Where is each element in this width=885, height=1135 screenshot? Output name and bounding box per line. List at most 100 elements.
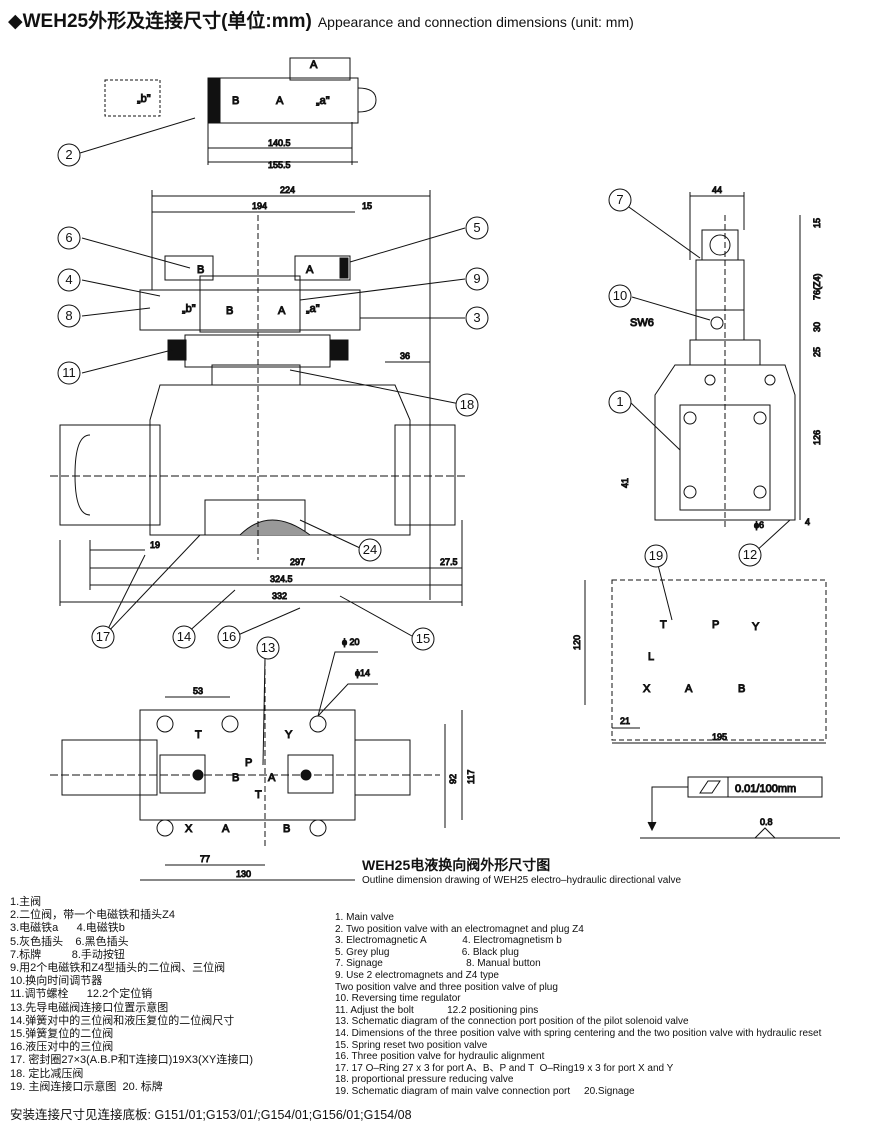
legend-cn-item: 11.调节螺栓 12.2个定位销 xyxy=(10,988,153,1001)
callout-circle xyxy=(411,627,435,651)
dim-15b: 15 xyxy=(812,218,822,228)
callout-label: 15 xyxy=(416,631,430,646)
port-Y: Y xyxy=(752,621,760,633)
callout-circle xyxy=(57,226,81,250)
dim-21: 21 xyxy=(620,716,630,726)
callout-circle xyxy=(172,625,196,649)
dim-92: 92 xyxy=(448,774,458,784)
dim-297: 297 xyxy=(290,557,305,567)
view-two-position-valve: B A A „a" „b" 140.5 155.5 xyxy=(79,57,377,171)
dim-27-5: 27.5 xyxy=(440,557,458,567)
legend-en-item: 13. Schematic diagram of the connection … xyxy=(335,1016,689,1028)
view-side: 44 15 76(Z4) 30 25 126 41 ϕ6 4 SW6 xyxy=(620,185,823,554)
callout-label: 6 xyxy=(65,230,72,245)
bot-A2: A xyxy=(222,823,230,835)
dim-130: 130 xyxy=(236,869,251,879)
bot-X: X xyxy=(185,823,193,835)
bot-B: B xyxy=(232,772,239,784)
callout-circle xyxy=(57,304,81,328)
dim-4: 4 xyxy=(805,517,810,527)
mark-a-top: „a" xyxy=(316,95,330,107)
drawing-caption: WEH25电液换向阀外形尺寸图 Outline dimension drawin… xyxy=(362,855,681,886)
port-T: T xyxy=(660,619,667,631)
callout-circle xyxy=(608,284,632,308)
legend-cn: 1.主阀 2.二位阀，带一个电磁铁和插头Z4 3.电磁铁a 4.电磁铁b 5.灰… xyxy=(10,896,253,1094)
mark-a-main: „a" xyxy=(306,303,320,315)
legend-cn-item: 18. 定比减压阀 xyxy=(10,1067,84,1080)
dim-15: 15 xyxy=(362,201,372,211)
callout-label: 3 xyxy=(473,310,480,325)
mark-b-main: „b" xyxy=(182,303,196,315)
dim-126: 126 xyxy=(812,430,822,445)
legend-en-item: 1. Main valve xyxy=(335,912,394,923)
legend-en: 1. Main valve 2. Two position valve with… xyxy=(335,912,821,1098)
dim-phi6: ϕ6 xyxy=(754,520,764,530)
legend-cn-item: 9.用2个电磁铁和Z4型插头的二位阀、三位阀 xyxy=(10,962,226,975)
callout-label: 14 xyxy=(177,629,191,644)
callout-label: 2 xyxy=(65,147,72,162)
callout-label: 11 xyxy=(62,365,76,380)
bot-P: P xyxy=(245,757,252,769)
callout-circle xyxy=(57,143,81,167)
dim-25: 25 xyxy=(812,347,822,357)
callout-circle xyxy=(57,268,81,292)
callout-label: 16 xyxy=(222,629,236,644)
legend-cn-item: 13.先导电磁阀连接口位置示意图 xyxy=(10,1001,169,1014)
tolerance-symbol: 0.01/100mm 0.8 xyxy=(640,776,840,839)
dim-44: 44 xyxy=(712,185,722,195)
dim-41: 41 xyxy=(620,478,630,488)
legend-cn-item: 10.换向时间调节器 xyxy=(10,975,103,988)
legend-cn-item: 5.灰色插头 6.黑色插头 xyxy=(10,935,129,948)
port-L: L xyxy=(648,651,654,663)
callout-circle xyxy=(256,636,280,660)
callout-circle xyxy=(358,538,382,562)
dim-76: 76(Z4) xyxy=(812,273,822,300)
mark-B-sol: B xyxy=(197,264,204,276)
legend-en-item: 18. proportional pressure reducing valve xyxy=(335,1074,514,1086)
callout-circle xyxy=(57,361,81,385)
dim-194: 194 xyxy=(252,201,267,211)
mark-b-top: „b" xyxy=(137,93,151,105)
callout-label: 24 xyxy=(363,542,377,557)
dim-195: 195 xyxy=(712,732,727,742)
dim-117: 117 xyxy=(466,770,476,784)
legend-cn-item: 7.标牌 8.手动按钮 xyxy=(10,948,125,961)
dim-77: 77 xyxy=(200,854,210,864)
callout-label: 9 xyxy=(473,271,480,286)
callout-circle xyxy=(738,543,762,567)
legend-en-item: 16. Three position valve for hydraulic a… xyxy=(335,1051,545,1063)
callout-circle xyxy=(455,393,479,417)
mark-A-top: A xyxy=(276,95,284,107)
legend-en-item: 11. Adjust the bolt 12.2 positioning pin… xyxy=(335,1004,539,1016)
callout-circle xyxy=(217,625,241,649)
legend-cn-item: 2.二位阀，带一个电磁铁和插头Z4 xyxy=(10,909,176,922)
dim-phi14: ϕ14 xyxy=(355,668,370,678)
legend-cn-item: 16.液压对中的三位阀 xyxy=(10,1041,114,1054)
mark-A-sol: A xyxy=(306,264,314,276)
callout-label: 4 xyxy=(65,272,72,287)
callout-label: 18 xyxy=(460,397,474,412)
legend-en-item: 3. Electromagnetic A 4. Electromagnetism… xyxy=(335,935,562,947)
caption-subtitle: Outline dimension drawing of WEH25 elect… xyxy=(362,875,682,886)
legend-cn-item: 19. 主阀连接口示意图 20. 标牌 xyxy=(10,1080,163,1093)
legend-en-item: 17. 17 O–Ring 27 x 3 for port A、B、P and … xyxy=(335,1062,674,1074)
mark-A-top2: A xyxy=(310,59,318,71)
callout-label: 10 xyxy=(613,288,627,303)
view-front: 224 194 15 B A B A „b" „a" 36 19 297 xyxy=(50,185,466,637)
port-A: A xyxy=(685,683,693,695)
dim-30: 30 xyxy=(812,322,822,332)
callout-label: 5 xyxy=(473,220,480,235)
bot-Y: Y xyxy=(285,729,293,741)
mark-B-top: B xyxy=(232,95,239,107)
legend-en-item: 15. Spring reset two position valve xyxy=(335,1039,488,1051)
dim-140-5: 140.5 xyxy=(268,138,291,148)
dim-324-5: 324.5 xyxy=(270,574,293,584)
legend-en-item: 14. Dimensions of the three position val… xyxy=(335,1027,822,1039)
legend-en-item: 9. Use 2 electromagnets and Z4 type xyxy=(335,969,499,981)
footer-note: 安装连接尺寸见连接底板: G151/01;G153/01/;G154/01;G1… xyxy=(10,1108,412,1122)
dim-120: 120 xyxy=(572,635,582,650)
view-port-pattern: 120 21 195 T P Y L X A B xyxy=(572,564,827,744)
callout-label: 7 xyxy=(616,192,623,207)
callout-label: 1 xyxy=(616,394,623,409)
